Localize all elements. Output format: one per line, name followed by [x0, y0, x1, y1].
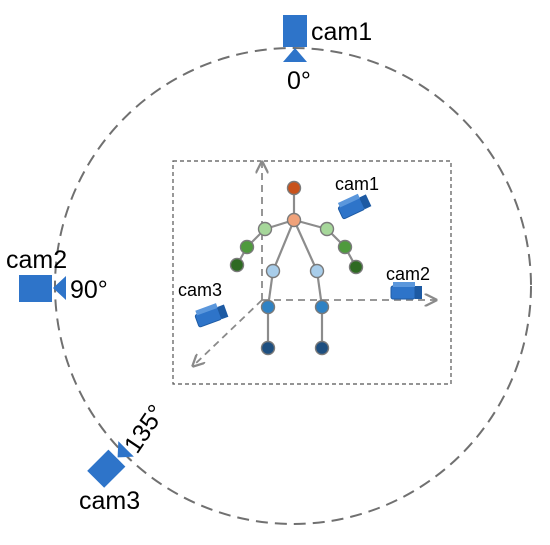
inset-frame: [172, 160, 452, 385]
joint-left-knee: [260, 299, 276, 315]
cam2-label: cam2: [6, 246, 67, 274]
cam1-icon: [283, 15, 307, 62]
cam2-icon: [19, 275, 66, 302]
inset-cam3-icon: [194, 303, 229, 328]
inset-cam1-label: cam1: [335, 174, 379, 194]
camera-ring: [54, 47, 532, 525]
joint-right-shoulder: [319, 221, 335, 237]
inset-cam3-label: cam3: [178, 280, 222, 300]
joint-left-ankle: [260, 340, 276, 356]
cam2-angle: 90°: [70, 276, 108, 304]
joint-neck: [286, 212, 302, 228]
joint-right-wrist: [348, 259, 364, 275]
joint-left-shoulder: [257, 221, 273, 237]
joint-right-ankle: [314, 340, 330, 356]
cam1-label: cam1: [311, 18, 372, 46]
joint-left-hip: [265, 263, 281, 279]
joint-left-wrist: [229, 257, 245, 273]
cam1-angle: 0°: [287, 67, 311, 95]
joint-right-elbow: [337, 239, 353, 255]
inset-cam1-icon: [337, 193, 372, 220]
joint-head: [286, 180, 302, 196]
inset-cam2-label: cam2: [386, 264, 430, 284]
skeleton-bones: [236, 188, 357, 348]
joint-right-hip: [309, 263, 325, 279]
coordinate-axes: [193, 162, 436, 366]
joint-right-knee: [314, 299, 330, 315]
cam3-icon: [87, 441, 134, 488]
joint-left-elbow: [239, 239, 255, 255]
skeleton-joints: [229, 180, 364, 356]
cam3-label: cam3: [79, 487, 140, 515]
inset-cam2-icon: [390, 282, 422, 300]
